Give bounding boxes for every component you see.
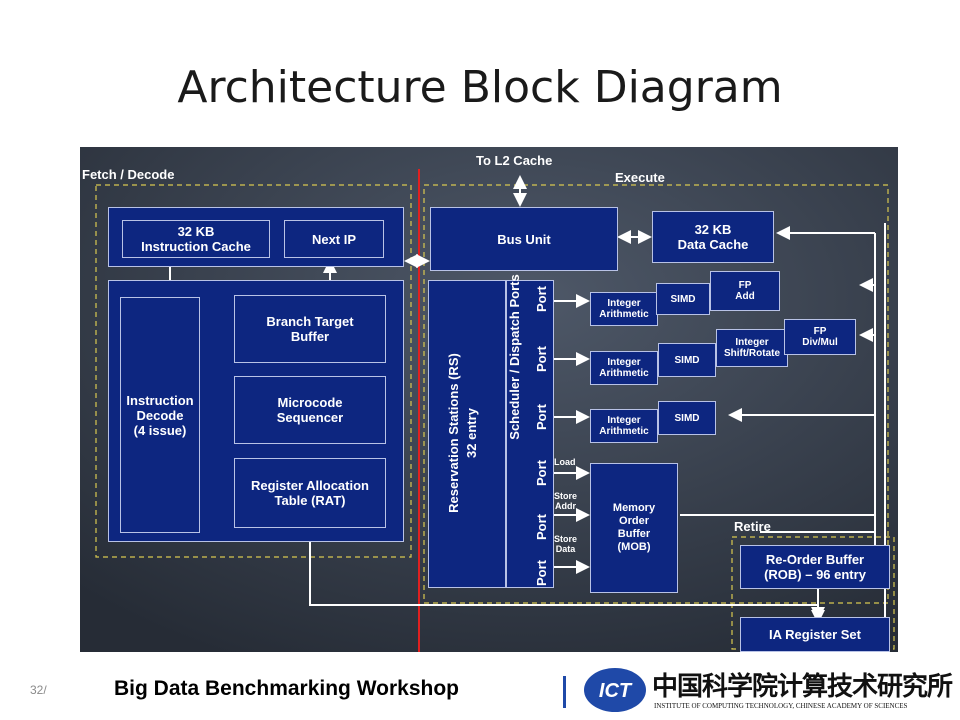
- port-5-label: Port: [534, 560, 549, 586]
- integer-arithmetic-3-block: Integer Arithmetic: [590, 409, 658, 443]
- ict-emblem-icon: ICT: [584, 668, 646, 712]
- simd-3-block: SIMD: [658, 401, 716, 435]
- retire-label: Retire: [734, 519, 771, 534]
- logo-english-text: INSTITUTE OF COMPUTING TECHNOLOGY, CHINE…: [654, 702, 908, 710]
- next-ip-block: Next IP: [284, 220, 384, 258]
- fetch-decode-label: Fetch / Decode: [82, 167, 175, 182]
- port-4-label: Port: [534, 514, 549, 540]
- load-label: Load: [554, 457, 576, 467]
- fetch-decode-region: [95, 184, 412, 558]
- fp-add-block: FP Add: [710, 271, 780, 311]
- rat-block: Register Allocation Table (RAT): [234, 458, 386, 528]
- page-number: 32/: [30, 683, 47, 697]
- instruction-decode-block: Instruction Decode (4 issue): [120, 297, 200, 533]
- reservation-stations-container: [428, 280, 506, 588]
- instruction-cache-block: 32 KB Instruction Cache: [122, 220, 270, 258]
- reorder-buffer-block: Re-Order Buffer (ROB) – 96 entry: [740, 545, 890, 589]
- integer-shift-rotate-block: Integer Shift/Rotate: [716, 329, 788, 367]
- simd-1-block: SIMD: [656, 283, 710, 315]
- reservation-stations-label: Reservation Stations (RS) 32 entry: [446, 353, 479, 513]
- integer-arithmetic-1-block: Integer Arithmetic: [590, 292, 658, 326]
- store-addr-label: Store Addr: [554, 491, 578, 511]
- logo-chinese-text: 中国科学院计算技术研究所: [652, 672, 953, 702]
- ia-register-set-block: IA Register Set: [740, 617, 890, 652]
- port-0-label: Port: [534, 286, 549, 312]
- port-2-label: Port: [534, 404, 549, 430]
- bus-unit-block: Bus Unit: [430, 207, 618, 271]
- to-l2-label: To L2 Cache: [476, 153, 553, 168]
- slide-title: Architecture Block Diagram: [177, 62, 783, 113]
- mob-block: Memory Order Buffer (MOB): [590, 463, 678, 593]
- scheduler-label: Scheduler / Dispatch Ports: [507, 274, 522, 440]
- store-data-label: Store Data: [554, 534, 578, 554]
- microcode-sequencer-block: Microcode Sequencer: [234, 376, 386, 444]
- execute-label: Execute: [615, 170, 665, 185]
- branch-target-buffer-block: Branch Target Buffer: [234, 295, 386, 363]
- simd-2-block: SIMD: [658, 343, 716, 377]
- integer-arithmetic-2-block: Integer Arithmetic: [590, 351, 658, 385]
- architecture-diagram: Fetch / Decode To L2 Cache Execute 32 KB…: [80, 147, 898, 652]
- ict-logo: ICT 中国科学院计算技术研究所 INSTITUTE OF COMPUTING …: [582, 664, 960, 716]
- fp-div-mul-block: FP Div/Mul: [784, 319, 856, 355]
- port-3-label: Port: [534, 460, 549, 486]
- scheduler-container: [506, 280, 554, 588]
- data-cache-block: 32 KB Data Cache: [652, 211, 774, 263]
- ict-abbrev: ICT: [599, 680, 633, 702]
- port-1-label: Port: [534, 346, 549, 372]
- footer-divider: [563, 676, 566, 708]
- workshop-name: Big Data Benchmarking Workshop: [114, 677, 460, 700]
